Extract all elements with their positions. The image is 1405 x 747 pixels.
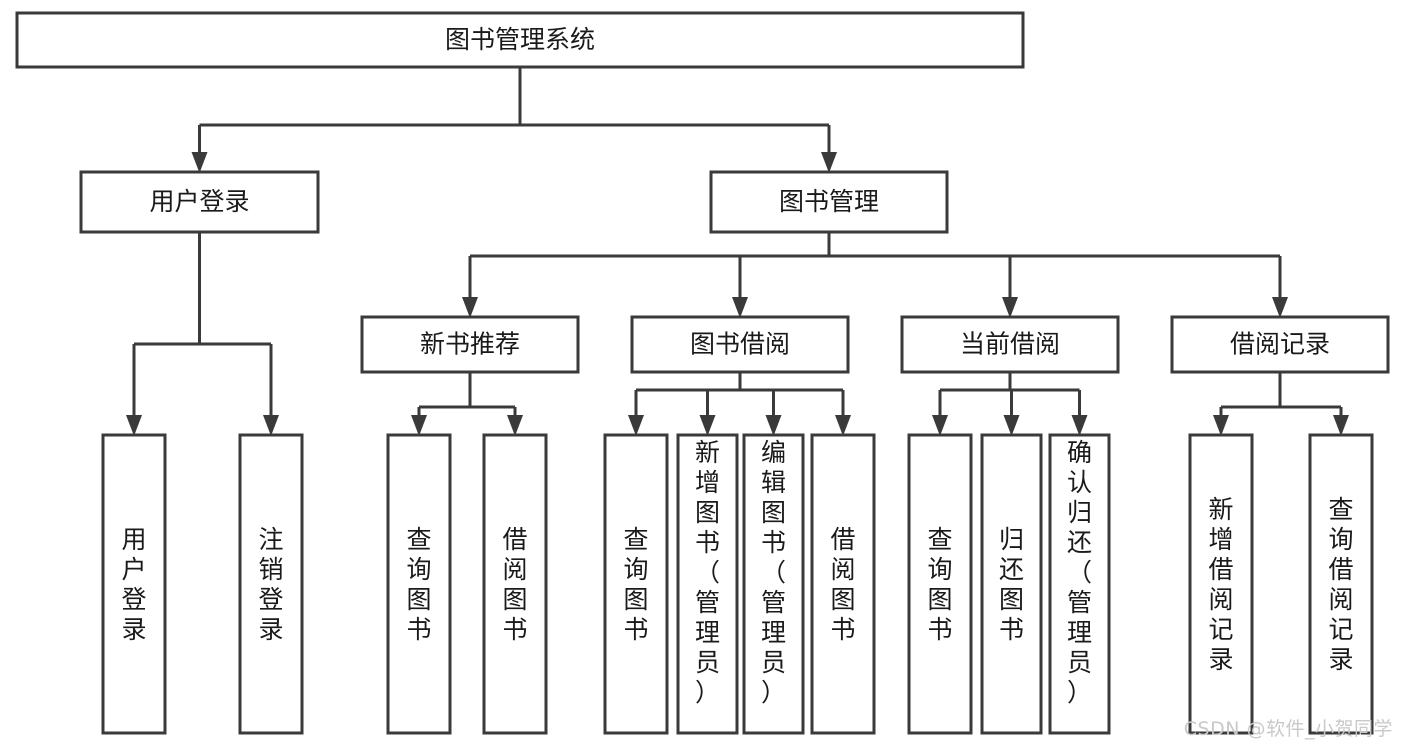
arrow-head-icon (821, 152, 837, 173)
arrow-head-icon (732, 297, 748, 318)
arrow-head-icon (1333, 415, 1349, 436)
node-label: 查询图书 (406, 525, 431, 644)
node-l-borrow-book-1[interactable]: 借阅图书 (482, 433, 548, 735)
node-n-book-mgmt[interactable]: 图书管理 (709, 170, 949, 234)
node-n-new-book-rec[interactable]: 新书推荐 (360, 315, 580, 374)
arrow-head-icon (628, 415, 644, 436)
node-box (238, 433, 304, 735)
node-label: 借阅记录 (1230, 330, 1330, 359)
node-box (386, 433, 452, 735)
node-l-confirm-return[interactable]: 确认归还（管理员） (1048, 433, 1111, 735)
node-box (101, 433, 167, 735)
node-label: 图书管理 (779, 187, 879, 216)
arrow-head-icon (932, 415, 948, 436)
node-l-add-record[interactable]: 新增借阅记录 (1188, 433, 1254, 735)
arrow-head-icon (462, 297, 478, 318)
node-box (900, 315, 1120, 374)
arrow-head-icon (191, 152, 208, 173)
arrow-head-icon (1071, 415, 1088, 436)
node-n-user-login[interactable]: 用户登录 (79, 170, 320, 234)
node-label: 新书推荐 (420, 330, 520, 359)
arrow-head-icon (1272, 297, 1288, 318)
node-label: 用户登录 (149, 187, 249, 216)
node-l-return-book[interactable]: 归还图书 (980, 433, 1043, 735)
node-label: 新增借阅记录 (1208, 495, 1233, 674)
node-label: 借阅图书 (830, 525, 855, 644)
node-label: 当前借阅 (960, 330, 1060, 359)
node-label: 图书管理系统 (445, 25, 595, 54)
node-l-user-login[interactable]: 用户登录 (101, 433, 167, 735)
node-l-borrow-book-2[interactable]: 借阅图书 (810, 433, 876, 735)
node-box (1048, 433, 1111, 735)
node-box (907, 433, 973, 735)
node-label: 编辑图书（管理员） (761, 438, 786, 707)
node-label: 新增图书（管理员） (695, 438, 720, 707)
arrow-head-icon (765, 415, 782, 436)
node-layer: 图书管理系统用户登录图书管理新书推荐图书借阅当前借阅借阅记录用户登录注销登录查询… (15, 11, 1390, 735)
node-box (15, 11, 1025, 69)
node-label: 注销登录 (258, 525, 283, 644)
node-label: 用户登录 (121, 525, 146, 644)
node-box (79, 170, 320, 234)
node-box (810, 433, 876, 735)
node-box (980, 433, 1043, 735)
node-l-user-logout[interactable]: 注销登录 (238, 433, 304, 735)
node-l-add-book[interactable]: 新增图书（管理员） (676, 433, 739, 735)
node-label: 查询借阅记录 (1328, 495, 1353, 674)
node-label: 确认归还（管理员） (1067, 438, 1092, 707)
node-l-query-book-2[interactable]: 查询图书 (603, 433, 669, 735)
node-n-borrow-record[interactable]: 借阅记录 (1170, 315, 1390, 374)
node-label: 图书借阅 (690, 330, 790, 359)
arrow-head-icon (699, 415, 716, 436)
node-box (1188, 433, 1254, 735)
arrow-head-icon (126, 415, 142, 436)
node-box (1170, 315, 1390, 374)
node-box (709, 170, 949, 234)
node-box (360, 315, 580, 374)
node-label: 归还图书 (999, 525, 1024, 644)
node-label: 查询图书 (927, 525, 952, 644)
node-l-query-book-3[interactable]: 查询图书 (907, 433, 973, 735)
node-l-edit-book[interactable]: 编辑图书（管理员） (742, 433, 805, 735)
node-label: 借阅图书 (502, 525, 527, 644)
node-box (676, 433, 739, 735)
arrow-head-icon (835, 415, 851, 436)
node-n-book-borrow[interactable]: 图书借阅 (630, 315, 850, 374)
node-box (630, 315, 850, 374)
arrow-head-icon (1002, 297, 1018, 318)
node-box (482, 433, 548, 735)
arrow-head-icon (411, 415, 427, 436)
arrow-head-icon (1213, 415, 1229, 436)
node-box (1308, 433, 1374, 735)
connector-layer (126, 67, 1349, 436)
node-n-current-borrow[interactable]: 当前借阅 (900, 315, 1120, 374)
arrow-head-icon (263, 415, 279, 436)
arrow-head-icon (1003, 415, 1020, 436)
node-root[interactable]: 图书管理系统 (15, 11, 1025, 69)
node-l-query-record[interactable]: 查询借阅记录 (1308, 433, 1374, 735)
node-box (603, 433, 669, 735)
node-box (742, 433, 805, 735)
node-l-query-book-1[interactable]: 查询图书 (386, 433, 452, 735)
arrow-head-icon (507, 415, 523, 436)
node-label: 查询图书 (623, 525, 648, 644)
